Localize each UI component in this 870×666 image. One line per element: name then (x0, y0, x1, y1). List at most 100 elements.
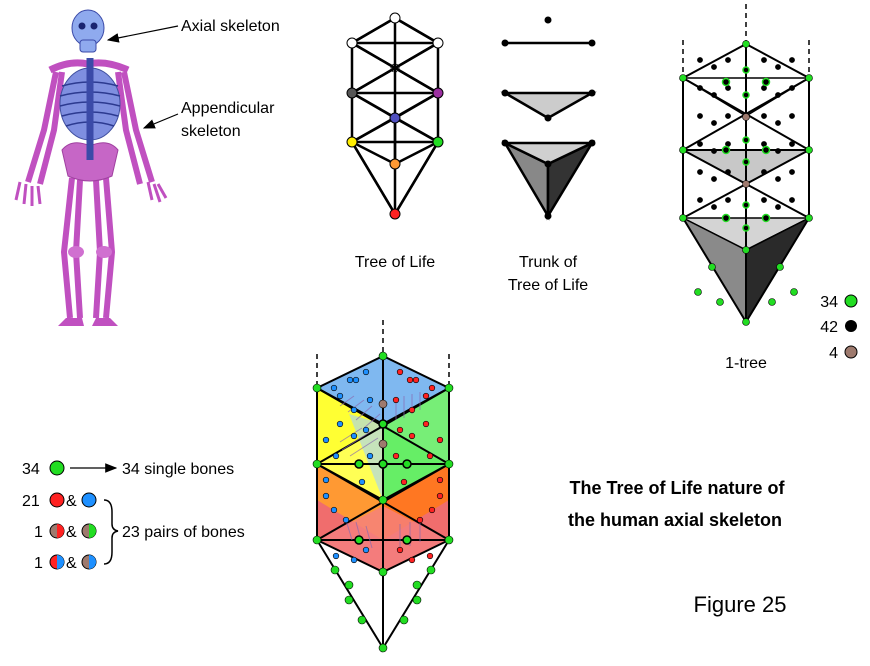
pair-count-brown: 1 (34, 524, 43, 541)
bone-tree-diagram (312, 320, 454, 653)
figure-title-line2: the human axial skeleton (568, 510, 782, 530)
blue-bone (332, 552, 340, 560)
single-bones-text: 34 single bones (122, 461, 234, 478)
ampersand: & (66, 493, 77, 510)
black-node (775, 92, 781, 98)
black-node (742, 224, 750, 232)
red-bone (426, 452, 434, 460)
sephirah-node (389, 12, 401, 24)
black-node (775, 120, 781, 126)
black-node (711, 176, 717, 182)
red-bone (428, 384, 436, 392)
blue-bone (358, 478, 366, 486)
green-node (679, 146, 687, 154)
black-node (761, 57, 767, 63)
black-node (761, 145, 771, 155)
pair-count-red-blue: 21 (22, 493, 40, 510)
pair-count-mixed: 1 (34, 555, 43, 572)
red-bone (408, 432, 416, 440)
legend-count: 34 (820, 294, 838, 311)
appendicular-label-line2: skeleton (181, 123, 241, 140)
black-node (789, 141, 795, 147)
pairs-text: 23 pairs of bones (122, 524, 245, 541)
blue-bone (346, 376, 354, 384)
tree-of-life-diagram (350, 16, 440, 217)
green-bone (357, 615, 367, 625)
black-node (721, 77, 731, 87)
black-node (789, 113, 795, 119)
single-bones-count: 34 (22, 461, 40, 478)
axial-arrow (106, 25, 179, 43)
black-node (789, 169, 795, 175)
green-bone (444, 383, 454, 393)
green-node (742, 318, 750, 326)
green-node (679, 214, 687, 222)
green-bone (344, 580, 354, 590)
black-node (742, 201, 750, 209)
red-bone (406, 376, 414, 384)
green-bone (378, 495, 388, 505)
black-node (697, 141, 703, 147)
red-bone (422, 392, 430, 400)
green-bone (344, 595, 354, 605)
black-node (761, 113, 767, 119)
blue-bone (342, 516, 350, 524)
black-node (697, 113, 703, 119)
figure-number-label: Figure 25 (694, 592, 787, 617)
blue-bone (352, 376, 360, 384)
brown-node (742, 113, 750, 121)
red-bone-swatch (49, 492, 65, 508)
black-node (725, 197, 731, 203)
black-node (789, 197, 795, 203)
legend-count: 42 (820, 319, 838, 336)
black-node (711, 120, 717, 126)
appendicular-label-line1: Appendicular (181, 100, 275, 117)
trunk-diagram (500, 16, 597, 221)
black-node (711, 204, 717, 210)
green-bone (354, 459, 364, 469)
red-bone (392, 396, 400, 404)
green-node (716, 298, 724, 306)
black-node (721, 145, 731, 155)
blue-bone (332, 452, 340, 460)
black-node (697, 57, 703, 63)
red-bone (422, 420, 430, 428)
red-bone (436, 436, 444, 444)
green-bone (402, 459, 412, 469)
brown-bone (378, 399, 388, 409)
one-tree-legend: 34 42 4 (820, 294, 858, 362)
green-bone (354, 535, 364, 545)
green-node (768, 298, 776, 306)
green-bone (378, 351, 388, 361)
appendicular-arrow (142, 113, 179, 129)
green-node (708, 263, 716, 271)
black-node (697, 197, 703, 203)
blue-bone (336, 420, 344, 428)
trunk-label-line1: Trunk of (519, 254, 578, 271)
green-node (742, 40, 750, 48)
red-bone (426, 552, 434, 560)
sephirah-node (432, 37, 444, 49)
blue-bone (336, 392, 344, 400)
sephirah-node (346, 87, 358, 99)
red-bone (396, 368, 404, 376)
blue-bone (362, 546, 370, 554)
black-node (721, 213, 731, 223)
tree-of-life-nodes (346, 12, 444, 220)
black-node (789, 57, 795, 63)
black-node (742, 136, 750, 144)
sephirah-node (432, 136, 444, 148)
green-bone-swatch (49, 460, 65, 476)
green-bone (312, 535, 322, 545)
one-tree-label: 1-tree (725, 355, 767, 372)
blue-bone (330, 384, 338, 392)
blue-bone (350, 406, 358, 414)
tree-of-life-label: Tree of Life (355, 254, 435, 271)
green-bone (378, 419, 388, 429)
green-node (776, 263, 784, 271)
blue-bone-swatch (81, 492, 97, 508)
brown-bone (378, 439, 388, 449)
black-node (761, 169, 767, 175)
skeleton-illustration (14, 9, 168, 326)
